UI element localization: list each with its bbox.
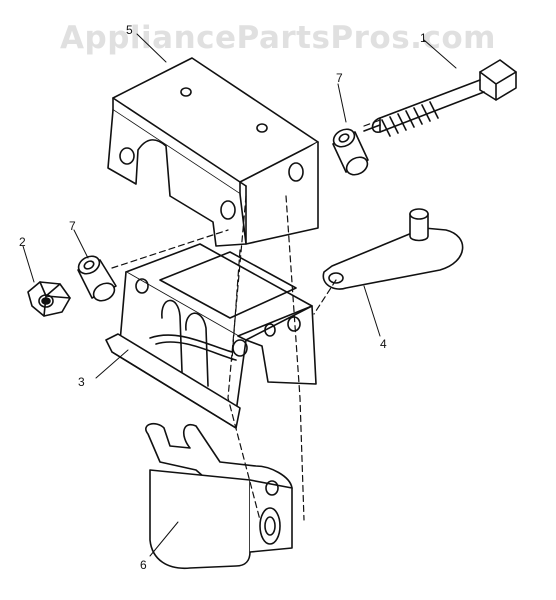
part-7-spacer-lower xyxy=(77,255,117,302)
assembly-lines xyxy=(111,119,381,521)
part-2-nut xyxy=(27,281,71,317)
callout-7-upper: 7 xyxy=(336,71,343,85)
callout-6: 5 xyxy=(126,23,133,37)
part-1-bolt xyxy=(363,59,517,137)
part-3-body xyxy=(105,243,317,429)
callout-4: 4 xyxy=(380,337,387,351)
callout-7-lower: 7 xyxy=(69,219,76,233)
callout-5: 6 xyxy=(140,558,147,572)
callout-2: 2 xyxy=(19,235,26,249)
callout-1: 1 xyxy=(420,31,427,45)
part-7-spacer-upper xyxy=(332,128,369,176)
leader-lines xyxy=(22,33,457,557)
part-5-base-plate xyxy=(145,422,293,569)
part-6-bracket xyxy=(107,57,319,247)
part-4-lever xyxy=(322,208,464,290)
callout-3: 3 xyxy=(78,375,85,389)
